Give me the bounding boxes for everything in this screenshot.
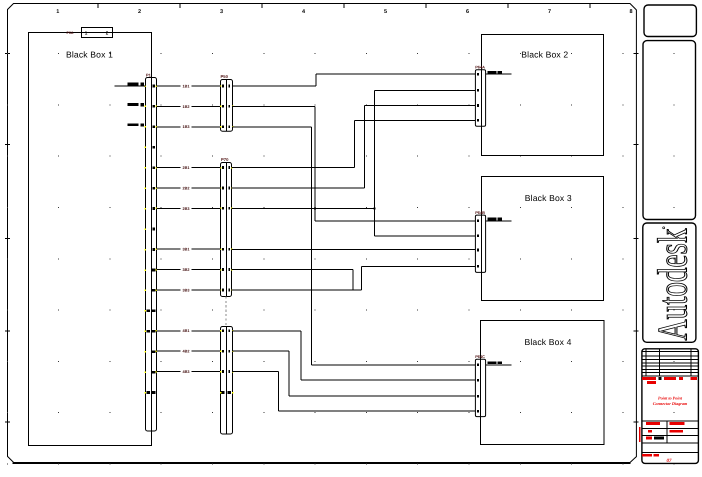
svg-text:P64B: P64B [475,210,485,215]
svg-text:Autodesk: Autodesk [651,229,697,341]
svg-text:4B2: 4B2 [183,350,190,354]
svg-text:1: 1 [56,9,59,15]
svg-text:6: 6 [466,9,469,15]
svg-text:P50: P50 [221,74,229,79]
svg-text:2B2: 2B2 [183,186,190,190]
svg-text:P70: P70 [221,157,229,162]
svg-text:Black Box 4: Black Box 4 [524,337,571,347]
svg-text:P64C: P64C [475,354,485,359]
svg-text:Black Box 1: Black Box 1 [66,50,113,60]
svg-text:07: 07 [667,458,673,464]
svg-text:7: 7 [548,9,551,15]
svg-text:2B3: 2B3 [183,207,190,211]
svg-text:4: 4 [302,9,306,15]
svg-text:3: 3 [220,9,223,15]
svg-text:8: 8 [629,9,632,15]
svg-text:4B3: 4B3 [183,370,190,374]
svg-text:P64A: P64A [475,64,485,69]
svg-text:2B1: 2B1 [183,166,190,170]
svg-text:2: 2 [106,31,109,36]
svg-text:P1: P1 [146,73,152,78]
svg-text:4B1: 4B1 [183,329,190,333]
svg-text:3B3: 3B3 [183,288,190,292]
svg-text:P6A: P6A [67,31,74,35]
svg-text:1B2: 1B2 [183,105,190,109]
svg-text:5: 5 [384,9,387,15]
svg-text:Black Box 2: Black Box 2 [521,50,568,60]
svg-text:3B1: 3B1 [183,248,190,252]
svg-text:1: 1 [85,31,88,36]
svg-text:Black Box 3: Black Box 3 [525,193,572,203]
svg-text:Point to Point: Point to Point [658,396,683,401]
svg-text:2: 2 [138,9,141,15]
svg-text:1B1: 1B1 [183,84,190,88]
svg-text:Connector Diagram: Connector Diagram [653,401,688,406]
svg-text:3B2: 3B2 [183,268,190,272]
svg-text:1B3: 1B3 [183,125,190,129]
